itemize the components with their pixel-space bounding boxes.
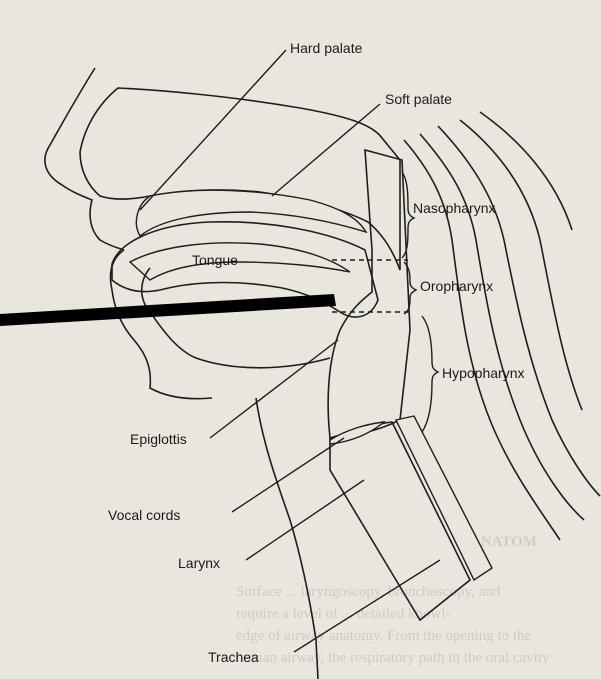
- leader-hard-palate: [140, 50, 286, 210]
- esophagus: [396, 416, 492, 580]
- palate-arch: [136, 190, 366, 236]
- face-profile-outline: [45, 68, 124, 250]
- label-oropharynx: Oropharynx: [420, 278, 493, 294]
- label-hypopharynx: Hypopharynx: [442, 365, 525, 381]
- label-larynx: Larynx: [178, 555, 220, 571]
- label-vocal-cords: Vocal cords: [108, 507, 180, 523]
- pointer-bar: [0, 294, 336, 326]
- oral-floor: [130, 243, 350, 280]
- vocal-cord-slit: [330, 422, 384, 444]
- pharynx-tissue: [328, 150, 410, 438]
- leader-vocal-cords: [232, 438, 344, 512]
- leader-soft-palate: [272, 104, 380, 196]
- background-line-3: edge of airway anatomy. From the opening…: [236, 628, 532, 644]
- label-tongue: Tongue: [192, 252, 238, 268]
- label-trachea: Trachea: [208, 649, 259, 665]
- label-hard-palate: Hard palate: [290, 40, 363, 56]
- brace-oropharynx: [404, 262, 416, 314]
- label-nasopharynx: Nasopharynx: [413, 200, 496, 216]
- brace-hypopharynx: [422, 316, 438, 432]
- background-page-text: ANATOM Surface ... laryngoscopy, broncho…: [236, 534, 550, 666]
- background-line-2: require a level of ... detailed knowl-: [236, 606, 451, 622]
- background-line-4: human airway, the respiratory path in th…: [236, 650, 550, 666]
- label-epiglottis: Epiglottis: [130, 431, 187, 447]
- label-soft-palate: Soft palate: [385, 91, 452, 107]
- leader-larynx: [246, 480, 364, 560]
- leader-epiglottis: [210, 340, 338, 438]
